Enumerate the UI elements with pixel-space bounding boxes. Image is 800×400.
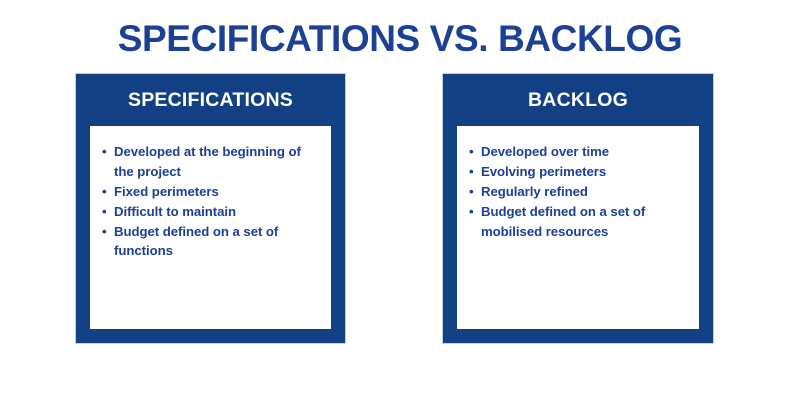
bullet-list-backlog: • Developed over time • Evolving perimet… [457,126,699,241]
card-body-specifications: • Developed at the beginning of the proj… [90,126,331,329]
card-header-specifications: SPECIFICATIONS [128,89,293,111]
page-title: SPECIFICATIONS VS. BACKLOG [117,18,683,59]
list-item-label: Regularly refined [481,184,588,200]
card-body-backlog: • Developed over time • Evolving perimet… [457,126,699,329]
list-item: • Budget defined on a set of mobilised r… [469,202,689,241]
bullet-dot-icon: • [102,223,107,239]
list-item-label: Budget defined on a set of functions [114,223,279,259]
list-item: • Fixed perimeters [102,182,321,202]
list-item: • Difficult to maintain [102,202,321,222]
card-backlog: BACKLOG • Developed over time • Evolving… [443,74,713,343]
bullet-list-specifications: • Developed at the beginning of the proj… [90,126,331,261]
list-item: • Developed at the beginning of the proj… [102,142,321,181]
bullet-dot-icon: • [102,183,107,199]
bullet-dot-icon: • [102,203,107,219]
list-item: • Budget defined on a set of functions [102,222,321,261]
bullet-dot-icon: • [102,144,107,159]
bullet-dot-icon: • [469,144,474,159]
list-item-label: Budget defined on a set of mobilised res… [481,204,646,239]
list-item-label: Fixed perimeters [114,183,219,199]
bullet-dot-icon: • [469,204,474,220]
list-item-label: Evolving perimeters [481,164,607,180]
bullet-dot-icon: • [469,164,474,180]
bullet-dot-icon: • [469,184,474,200]
list-item: • Regularly refined [469,182,689,202]
list-item: • Developed over time [469,142,689,162]
list-item-label: Developed over time [481,144,610,159]
list-item-label: Developed at the beginning of the projec… [114,144,301,179]
card-specifications: SPECIFICATIONS • Developed at the beginn… [76,74,345,343]
list-item: • Evolving perimeters [469,162,689,182]
list-item-label: Difficult to maintain [114,203,237,219]
card-header-backlog: BACKLOG [528,89,628,111]
